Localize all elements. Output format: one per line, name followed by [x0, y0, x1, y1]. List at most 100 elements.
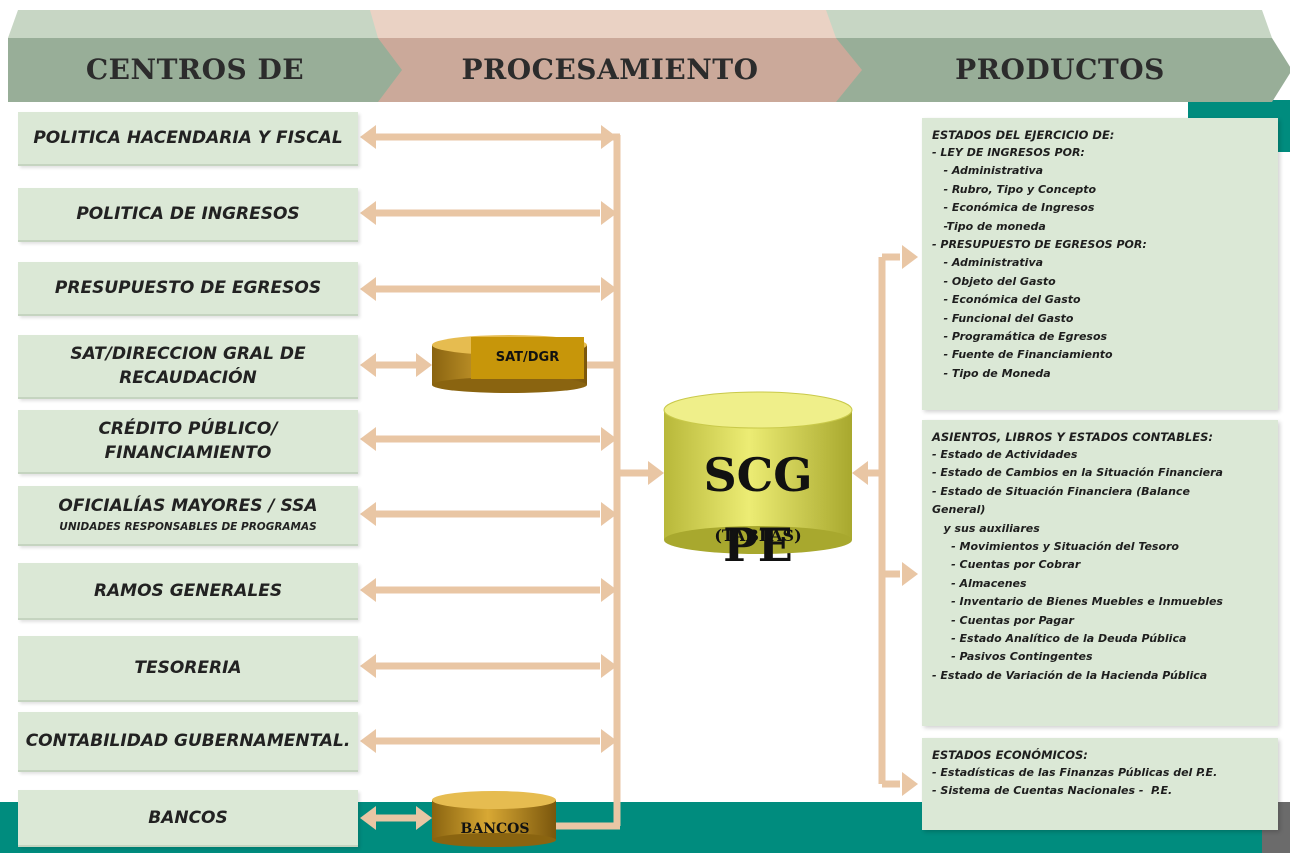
product-item: - Objeto del Gasto [932, 274, 1056, 288]
product-item: - LEY DE INGRESOS POR: [932, 146, 1085, 159]
source-label-line2: RECAUDACIÓN [119, 368, 257, 388]
header-chevron-procesamiento-top [370, 10, 842, 38]
source-sublabel: UNIDADES RESPONSABLES DE PROGRAMAS [59, 521, 317, 533]
source-box-politica-ingresos: POLITICA DE INGRESOS [18, 188, 358, 242]
product-item: - Estado de Cambios en la Situación Fina… [932, 466, 1223, 480]
product-item: - Estado de Variación de la Hacienda Púb… [932, 668, 1208, 682]
product-item: - Cuentas por Cobrar [932, 558, 1081, 572]
source-label: POLITICA DE INGRESOS [76, 204, 300, 224]
scg-pe-subtitle: (TABLAS) [714, 526, 802, 545]
header-chevron-productos-top [826, 10, 1272, 38]
bancos-db-label: BANCOS [460, 821, 530, 837]
arrow-head-right [902, 772, 918, 796]
header-chevron-productos [836, 38, 1290, 102]
source-box-contabilidad: CONTABILIDAD GUBERNAMENTAL. [18, 712, 358, 772]
arrow-head-right [601, 654, 617, 678]
product-item: - Estado Analítico de la Deuda Pública [932, 632, 1187, 646]
product-item: -Tipo de moneda [932, 219, 1046, 233]
sat-dgr-label: SAT/DGR [471, 337, 584, 379]
product-item: - Inventario de Bienes Muebles e Inmuebl… [932, 595, 1223, 609]
arrow-head-right [601, 578, 617, 602]
arrow-layer [360, 125, 918, 830]
scg-pe-database [663, 391, 853, 554]
arrow-head-left [360, 427, 376, 451]
header-centros-de-registro: CENTROS DE REGISTRO [85, 53, 305, 146]
product-item: - Rubro, Tipo y Concepto [932, 182, 1097, 196]
product-item: y sus auxiliares [932, 521, 1040, 535]
source-label: CRÉDITO PÚBLICO/ [98, 419, 278, 439]
header-chevron-procesamiento [378, 38, 868, 102]
source-label: TESORERIA [134, 658, 242, 678]
source-label: POLITICA HACENDARIA Y FISCAL [33, 128, 343, 148]
product-box-asientos-libros: ASIENTOS, LIBROS Y ESTADOS CONTABLES: - … [922, 420, 1278, 726]
product-item: - Sistema de Cuentas Nacionales - P.E. [932, 784, 1173, 798]
source-label: CONTABILIDAD GUBERNAMENTAL. [25, 731, 351, 751]
arrow-head-left [360, 729, 376, 753]
product-item: - Económica de Ingresos [932, 201, 1095, 215]
source-box-oficialias-mayores: OFICIALÍAS MAYORES / SSA UNIDADES RESPON… [18, 486, 358, 546]
source-box-presupuesto-egresos: PRESUPUESTO DE EGRESOS [18, 262, 358, 316]
arrow-head-left [360, 125, 376, 149]
arrow-head-left [360, 578, 376, 602]
product-item-list: - Estado de Actividades - Estado de Cambi… [932, 446, 1270, 685]
arrow-head-right [648, 461, 664, 485]
product-item-list: - Estadísticas de las Finanzas Públicas … [932, 764, 1270, 801]
product-item: - Estado de Situación Financiera (Balanc… [932, 484, 1190, 498]
product-item: - Pasivos Contingentes [932, 650, 1093, 664]
product-title: ASIENTOS, LIBROS Y ESTADOS CONTABLES: [932, 430, 1213, 444]
arrow-head-right [416, 353, 432, 377]
arrow-head-right [601, 729, 617, 753]
bancos-database [432, 791, 556, 847]
product-item: - PRESUPUESTO DE EGRESOS POR: [932, 238, 1147, 252]
product-item: - Fuente de Financiamiento [932, 348, 1113, 362]
header-procesamiento: PROCESAMIENTO [461, 53, 759, 86]
arrow-head-right [601, 427, 617, 451]
source-box-tesoreria: TESORERIA [18, 636, 358, 702]
source-box-ramos-generales: RAMOS GENERALES [18, 563, 358, 620]
arrow-head-right [601, 277, 617, 301]
source-label: SAT/DIRECCION GRAL DE [70, 344, 306, 364]
product-item: - Almacenes [932, 576, 1027, 590]
product-item: - Programática de Egresos [932, 330, 1108, 344]
source-box-credito-publico: CRÉDITO PÚBLICO/ FINANCIAMIENTO [18, 410, 358, 474]
arrow-head-left [360, 806, 376, 830]
arrow-head-left [360, 201, 376, 225]
source-box-bancos: BANCOS [18, 790, 358, 847]
product-title: ESTADOS ECONÓMICOS: [932, 748, 1088, 762]
source-label: OFICIALÍAS MAYORES / SSA [58, 496, 318, 516]
product-item-list: - LEY DE INGRESOS POR: - Administrativa … [932, 144, 1270, 383]
header-chevron-centros-top [8, 10, 392, 38]
arrow-head-left [360, 353, 376, 377]
header-productos: PRODUCTOS [955, 53, 1165, 86]
product-item: - Movimientos y Situación del Tesoro [932, 540, 1179, 554]
header-chevron-centros [8, 38, 410, 102]
product-item: General) [932, 503, 986, 517]
product-title: ESTADOS DEL EJERCICIO DE: [932, 128, 1115, 142]
product-box-estados-ejercicio: ESTADOS DEL EJERCICIO DE: - LEY DE INGRE… [922, 118, 1278, 410]
arrow-head-left [360, 654, 376, 678]
arrow-head-right [902, 245, 918, 269]
arrow-head-right [601, 502, 617, 526]
source-box-politica-hacendaria: POLITICA HACENDARIA Y FISCAL [18, 112, 358, 166]
source-label: RAMOS GENERALES [93, 580, 283, 601]
arrow-head-left [360, 277, 376, 301]
arrow-head-right [416, 806, 432, 830]
product-item: - Funcional del Gasto [932, 311, 1074, 325]
arrow-head-right [902, 562, 918, 586]
product-item: - Cuentas por Pagar [932, 613, 1074, 627]
product-item: - Económica del Gasto [932, 293, 1081, 307]
product-item: - Estado de Actividades [932, 448, 1078, 461]
arrow-head-right [601, 201, 617, 225]
product-box-estados-economicos: ESTADOS ECONÓMICOS: - Estadísticas de la… [922, 738, 1278, 830]
product-item: - Tipo de Moneda [932, 366, 1051, 380]
scg-pe-title: SCG PE [703, 448, 813, 572]
source-box-sat-direccion: SAT/DIRECCION GRAL DE RECAUDACIÓN [18, 335, 358, 399]
product-item: - Estadísticas de las Finanzas Públicas … [932, 766, 1218, 779]
product-item: - Administrativa [932, 256, 1044, 270]
source-label: BANCOS [148, 807, 228, 828]
source-label: PRESUPUESTO DE EGRESOS [54, 278, 322, 298]
source-label-line2: FINANCIAMIENTO [104, 443, 272, 463]
arrow-head-left [852, 461, 868, 485]
